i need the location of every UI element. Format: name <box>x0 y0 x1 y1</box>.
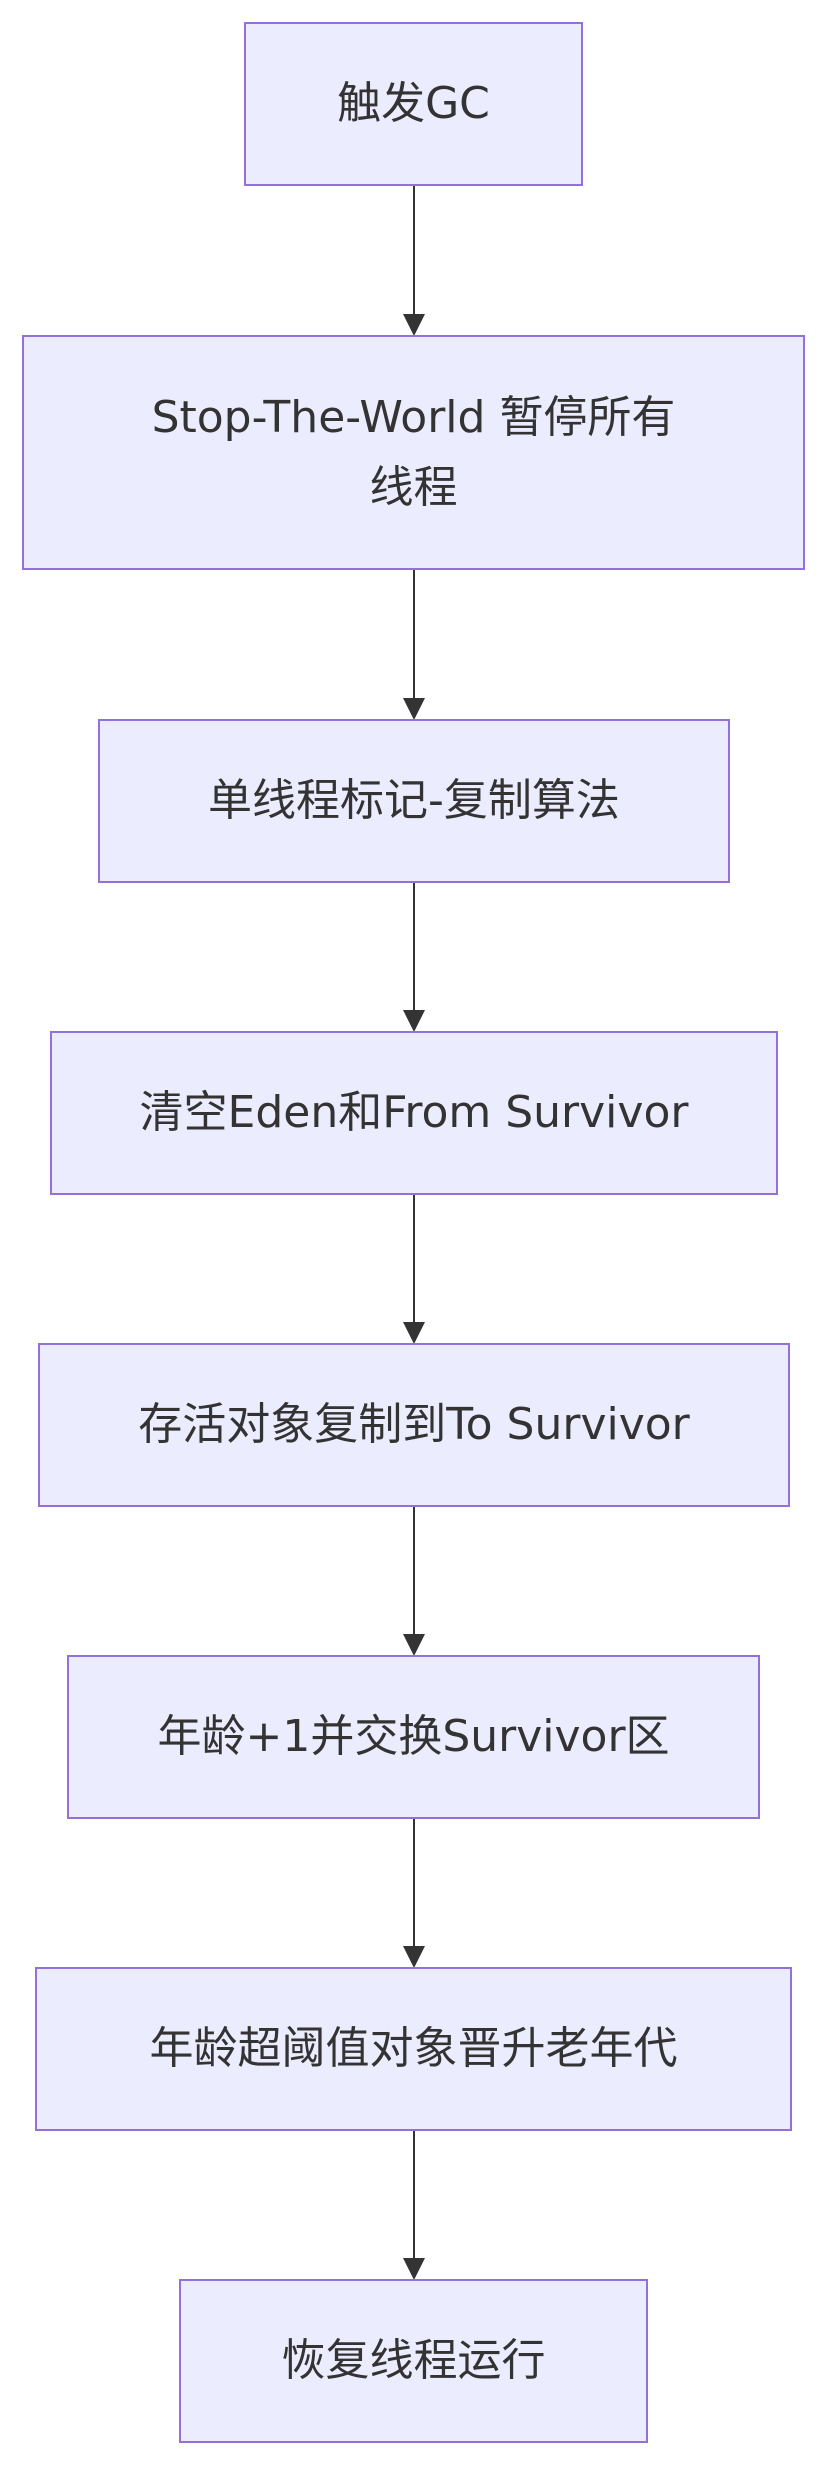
node-box-promote-old <box>35 1967 792 2131</box>
node-box-trigger-gc <box>244 22 583 186</box>
node-box-age-swap <box>67 1655 760 1819</box>
arrow-head-7 <box>403 2258 425 2280</box>
node-box-resume-threads <box>179 2279 648 2443</box>
arrow-head-2 <box>403 698 425 720</box>
node-box-stop-the-world <box>22 335 805 570</box>
arrow-head-6 <box>403 1946 425 1968</box>
node-box-clear-eden <box>50 1031 778 1195</box>
arrow-head-4 <box>403 1322 425 1344</box>
arrow-head-1 <box>403 314 425 336</box>
edges-layer <box>403 185 425 2280</box>
node-box-copy-survivor <box>38 1343 790 1507</box>
node-box-mark-copy <box>98 719 730 883</box>
nodes-layer <box>22 22 805 2443</box>
arrow-head-5 <box>403 1634 425 1656</box>
arrow-head-3 <box>403 1010 425 1032</box>
